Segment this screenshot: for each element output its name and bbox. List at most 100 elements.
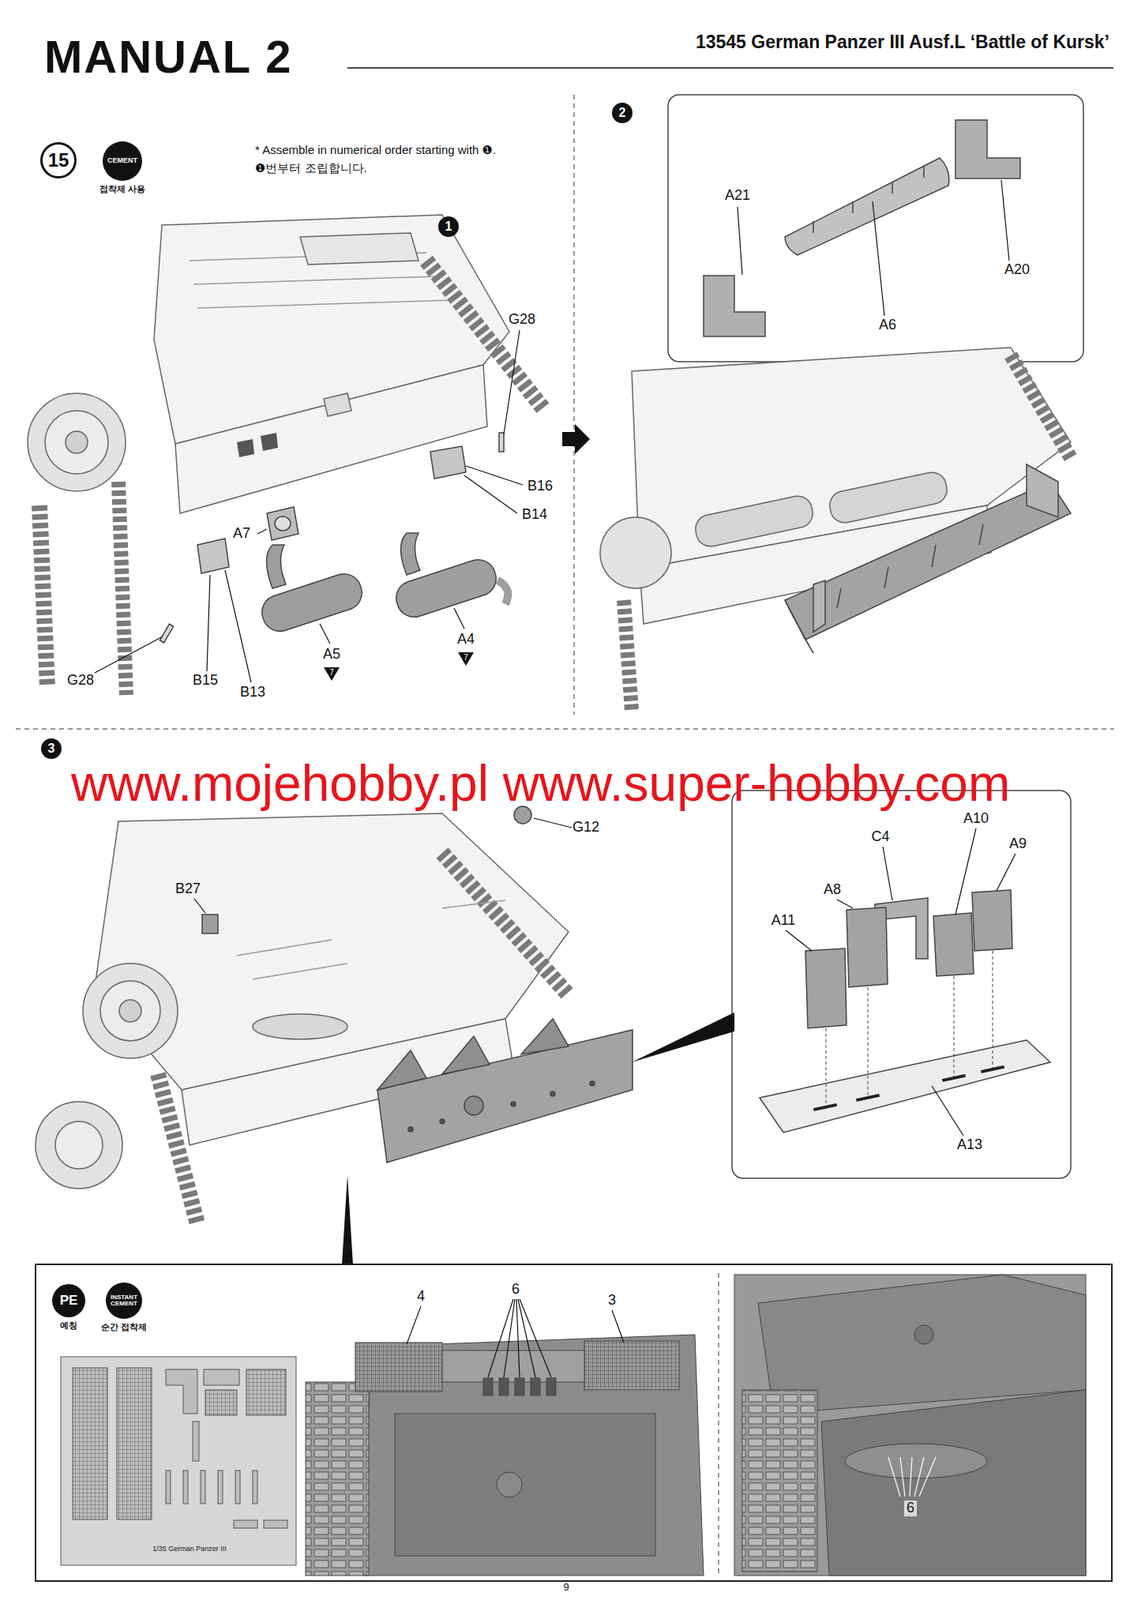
part-drawing-shape (589, 1081, 595, 1086)
leader-line-shape (837, 899, 853, 909)
hull-illustration-shape (157, 1073, 198, 1224)
pe-panel (35, 1264, 1112, 1581)
leader-line-shape (1001, 180, 1010, 261)
leader-line-shape (533, 818, 572, 828)
inset-box-shape (732, 790, 1071, 1179)
pe-fret-shape (252, 1470, 258, 1504)
page-number: 9 (563, 1581, 569, 1593)
pe-fret (60, 1356, 297, 1566)
hull-illustration-shape (236, 900, 506, 980)
paint-number: 7 (329, 668, 335, 677)
photo-illustration-shape (844, 1443, 988, 1479)
symbol-text: 15 (48, 150, 70, 170)
slot-mark-shape (980, 1065, 1005, 1074)
leader-line-shape (518, 1298, 536, 1378)
symbol-caption: 예칭 (60, 1319, 78, 1332)
part-number: A4 (457, 631, 475, 648)
paint-triangle-shape (458, 652, 474, 666)
part-drawing (377, 1018, 633, 1163)
guide-line (825, 950, 993, 1110)
part-drawing-shape (377, 1029, 633, 1163)
leader-line-shape (872, 201, 885, 316)
leader-line-shape (503, 1298, 515, 1378)
part-number: A6 (878, 317, 897, 334)
inset-box (668, 94, 1084, 362)
part-number: A13 (957, 1137, 983, 1153)
part-drawing-shape (266, 544, 287, 589)
leader-line-shape (955, 828, 977, 915)
pe-fret-shape (72, 1367, 108, 1520)
part-drawing-shape (442, 1036, 490, 1074)
pe-fret-shape (200, 1470, 206, 1504)
leader-line-shape (194, 898, 206, 913)
leader-line-shape (225, 570, 252, 683)
leader-line-shape (519, 1298, 552, 1378)
part-number: A11 (771, 912, 796, 929)
leader-line-shape (516, 1298, 520, 1378)
pe-fret-shape (263, 1520, 288, 1528)
slot-mark-shape (942, 1073, 966, 1082)
part-drawing-shape (274, 516, 291, 531)
leader-line-shape (909, 1456, 913, 1497)
leader-line (94, 330, 523, 683)
instant-cement-symbol: INSTANT CEMENT순간 접착제 (105, 1282, 143, 1319)
symbol-text: INSTANT CEMENT (109, 1294, 139, 1308)
leader-line-shape (882, 846, 893, 901)
paint-number: 7 (463, 653, 469, 662)
photo-illustration-shape (514, 1377, 525, 1396)
part-drawing-shape (837, 524, 984, 609)
panel-separator-shape (717, 1272, 720, 1573)
pe-fret-shape (60, 1356, 297, 1566)
photo-illustration-shape (499, 1377, 509, 1396)
hull-illustration-shape (100, 980, 161, 1041)
step-circle: 2 (611, 102, 633, 124)
part-drawing-shape (510, 1101, 516, 1107)
part-drawing-shape (464, 1096, 484, 1115)
callout-wedge-shape (631, 1012, 735, 1063)
part-drawing-shape (1026, 464, 1059, 518)
pe-fret-shape (205, 1389, 237, 1416)
leader-line (194, 818, 1016, 1136)
paint-triangle (323, 652, 474, 681)
guide-line-shape (867, 987, 869, 1100)
part-drawing-shape (521, 1018, 569, 1055)
step-circle: 1 (438, 216, 459, 237)
leader-line-shape (406, 1306, 421, 1344)
hull-illustration-shape (202, 914, 218, 934)
part-number: B15 (192, 672, 218, 689)
part-drawing-shape (813, 580, 826, 632)
part-drawing-shape (813, 165, 924, 233)
pe-fret-shape (233, 1520, 258, 1528)
pe-fret-shape (165, 1470, 171, 1504)
photo-illustration-shape (355, 1342, 443, 1392)
hull-illustration-shape (39, 505, 48, 688)
part-number: G12 (572, 819, 600, 836)
leader-line-shape (611, 1310, 624, 1343)
hull-illustration (600, 347, 1071, 711)
part-drawing-shape (408, 1126, 413, 1132)
page-title: MANUAL 2 (44, 31, 293, 83)
hull-illustration-shape (35, 1101, 123, 1189)
callout-wedge (341, 1012, 735, 1265)
part-drawing-shape (759, 1039, 1051, 1133)
hull-illustration-shape (119, 999, 142, 1022)
leader-line-shape (257, 529, 267, 534)
pe-fret-shape (235, 1470, 241, 1504)
part-drawing-shape (805, 948, 847, 1029)
part-number: A7 (232, 525, 251, 542)
hull-illustration-shape (692, 493, 815, 549)
photo-illustration-shape (742, 1389, 818, 1572)
pe-fret-shape (203, 1369, 240, 1386)
callout-number: 6 (904, 1500, 917, 1517)
step-arrow (562, 424, 590, 455)
hull-illustration-shape (300, 232, 419, 265)
part-drawing (759, 889, 1051, 1133)
leader-line-shape (454, 608, 465, 629)
part-drawing-shape (159, 623, 173, 643)
part-drawing-shape (439, 1118, 445, 1124)
leader-line-shape (888, 1456, 901, 1497)
part-drawing-shape (377, 1050, 427, 1090)
leader-line-shape (785, 930, 812, 951)
pe-fret-shape (217, 1470, 223, 1504)
paint-triangle-shape (323, 667, 340, 681)
